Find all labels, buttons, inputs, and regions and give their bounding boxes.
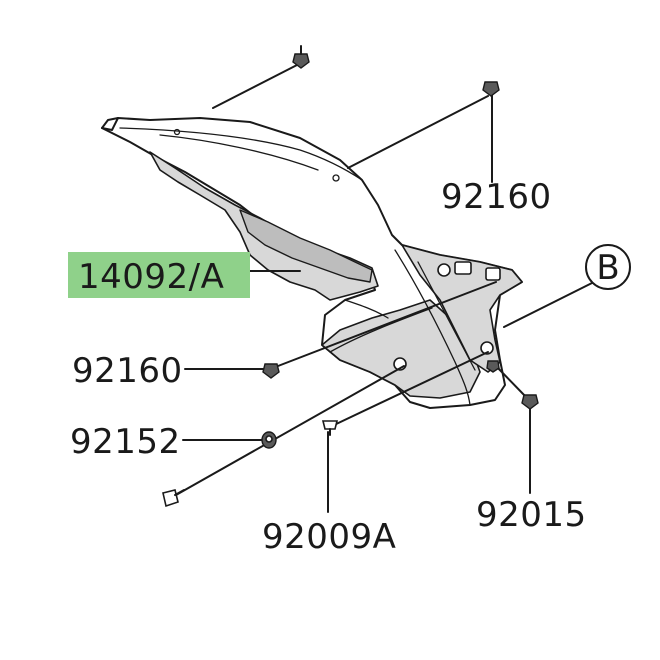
bracket-tab-right	[485, 267, 501, 281]
part-label-92009a[interactable]: 92009A	[262, 517, 396, 557]
bracket-hole	[437, 263, 451, 277]
part-highlight	[68, 252, 250, 298]
bracket-hole-lower	[480, 341, 494, 355]
part-label-92160-top[interactable]: 92160	[441, 177, 552, 217]
nut-icon	[262, 363, 280, 379]
part-label-92160-left[interactable]: 92160	[72, 351, 183, 391]
grommet-icon	[261, 431, 277, 449]
screw-icon	[321, 420, 339, 436]
reference-marker-b: B	[585, 244, 631, 290]
part-label-92152[interactable]: 92152	[70, 422, 181, 462]
cowl-pin	[173, 128, 181, 136]
reference-letter: B	[596, 248, 619, 288]
leader-lines	[175, 64, 593, 513]
bracket-tab-left	[454, 261, 472, 275]
nut-icon	[292, 45, 310, 69]
part-label-92015[interactable]: 92015	[476, 495, 587, 535]
nut-icon	[486, 360, 500, 373]
nut-icon	[482, 81, 500, 97]
cowl-recess	[239, 209, 373, 283]
bolt-icon	[162, 489, 185, 508]
part-label-14092-a[interactable]: 14092/A	[78, 257, 224, 297]
fasteners	[162, 45, 539, 508]
nut-icon	[521, 394, 539, 410]
cowl-hole	[332, 174, 340, 182]
